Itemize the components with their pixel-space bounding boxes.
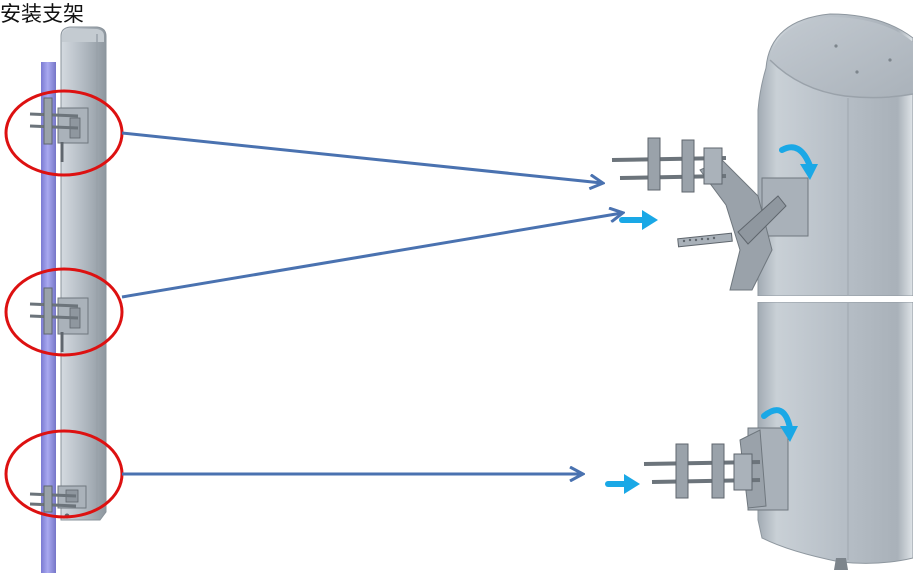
- closeup-divider: [752, 296, 913, 302]
- clamp-bracket-middle: [29, 287, 89, 352]
- rotation-arrow-upper: [779, 144, 813, 169]
- highlight-circle-middle: [4, 267, 124, 357]
- pole-antenna-overview: [29, 26, 107, 573]
- push-arrow-upper: [619, 210, 658, 230]
- slim-antenna-body: [60, 26, 107, 521]
- connector-arrow-middle: [121, 213, 622, 299]
- antenna-top-cap: [770, 17, 913, 98]
- rotation-arrow-lower: [761, 407, 793, 431]
- antenna-closeup-bottom: [605, 301, 913, 570]
- bottom-connector: [834, 558, 848, 570]
- clamp-bracket-bottom: [29, 485, 87, 519]
- tilt-bracket: [611, 137, 809, 291]
- fixed-bracket: [643, 427, 789, 511]
- clamp-bracket-top: [29, 97, 89, 162]
- antenna-closeup-top: [611, 13, 913, 297]
- connector-arrows: [121, 131, 622, 474]
- slim-antenna-top: [62, 29, 104, 42]
- diagram-title: 安装支架: [0, 2, 84, 26]
- push-arrow-lower: [605, 474, 640, 494]
- connector-arrow-top: [121, 131, 602, 183]
